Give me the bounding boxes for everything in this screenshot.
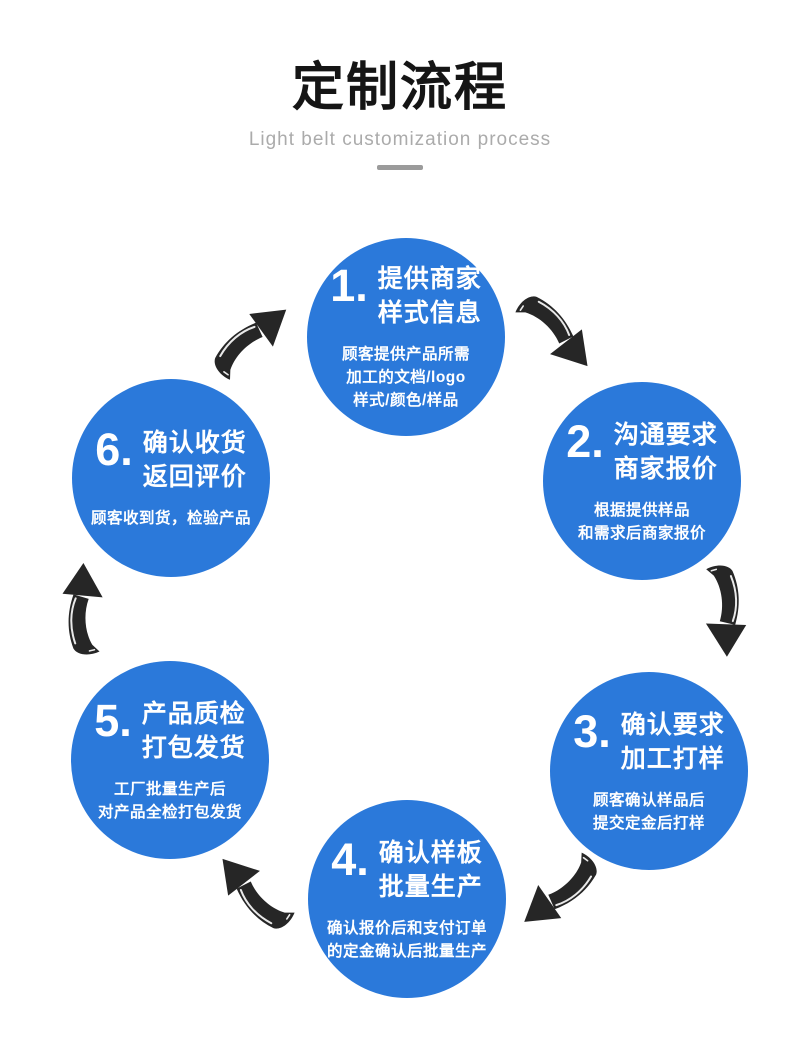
step-3-number: 3. — [573, 705, 611, 757]
step-3-heading: 3. 确认要求 加工打样 — [573, 708, 725, 776]
step-5-title: 产品质检 打包发货 — [142, 697, 246, 765]
step-4-number: 4. — [331, 833, 369, 885]
header: 定制流程 Light belt customization process — [0, 0, 800, 171]
curved-arrow-step1-to-step2-icon — [498, 278, 611, 391]
step-4-title-line2: 批量生产 — [378, 872, 483, 901]
step-3-title-line1: 确认要求 — [620, 710, 725, 739]
step-2-number: 2. — [566, 415, 604, 467]
step-2-heading: 2. 沟通要求 商家报价 — [566, 418, 718, 486]
step-1-title: 提供商家 样式信息 — [378, 262, 482, 330]
page-subtitle: Light belt customization process — [248, 129, 552, 151]
step-circle-5: 5. 产品质检 打包发货 工厂批量生产后 对产品全检打包发货 — [71, 661, 269, 859]
step-4-heading: 4. 确认样板 批量生产 — [331, 836, 483, 904]
step-4-title-line1: 确认样板 — [378, 838, 483, 867]
step-3-title: 确认要求 加工打样 — [621, 708, 725, 776]
step-2-title-line1: 沟通要求 — [613, 420, 718, 449]
step-6-description: 顾客收到货，检验产品 — [90, 510, 251, 527]
step-5-title-line1: 产品质检 — [141, 699, 246, 728]
step-5-title-line2: 打包发货 — [141, 733, 246, 762]
curved-arrow-step5-to-step6-icon — [54, 557, 117, 659]
step-6-title-line2: 返回评价 — [142, 463, 247, 491]
step-5-description: 工厂批量生产后 对产品全检打包发货 — [97, 780, 242, 821]
step-6-title: 确认收货 返回评价 — [143, 426, 247, 494]
curved-arrow-step4-to-step5-icon — [198, 833, 311, 946]
step-5-heading: 5. 产品质检 打包发货 — [94, 697, 246, 765]
step-circle-4: 4. 确认样板 批量生产 确认报价后和支付订单 的定金确认后批量生产 — [308, 800, 506, 998]
step-6-heading: 6. 确认收货 返回评价 — [95, 426, 247, 494]
step-1-heading: 1. 提供商家 样式信息 — [330, 262, 482, 330]
step-circle-2: 2. 沟通要求 商家报价 根据提供样品 和需求后商家报价 — [543, 382, 741, 580]
step-1-title-line1: 提供商家 — [377, 265, 482, 293]
step-circle-6: 6. 确认收货 返回评价 顾客收到货，检验产品 — [72, 379, 270, 577]
curved-arrow-step2-to-step3-icon — [688, 560, 756, 665]
step-4-description: 确认报价后和支付订单 的定金确认后批量生产 — [326, 919, 487, 960]
step-1-number: 1. — [330, 260, 368, 311]
curved-arrow-step3-to-step4-icon — [500, 835, 614, 947]
curved-arrow-step6-to-step1-icon — [197, 285, 311, 397]
step-3-description: 顾客确认样品后 提交定金后打样 — [592, 791, 705, 832]
step-2-title: 沟通要求 商家报价 — [614, 418, 718, 486]
step-2-description: 根据提供样品 和需求后商家报价 — [577, 501, 706, 542]
step-6-title-line1: 确认收货 — [142, 429, 247, 457]
step-circle-3: 3. 确认要求 加工打样 顾客确认样品后 提交定金后打样 — [550, 672, 748, 870]
page-title: 定制流程 — [291, 59, 508, 117]
step-6-number: 6. — [95, 424, 133, 475]
step-4-title: 确认样板 批量生产 — [379, 836, 483, 904]
step-circle-1: 1. 提供商家 样式信息 顾客提供产品所需 加工的文档/logo 样式/颜色/样… — [307, 238, 505, 436]
step-1-description: 顾客提供产品所需 加工的文档/logo 样式/颜色/样品 — [341, 346, 470, 409]
step-5-number: 5. — [94, 694, 132, 746]
step-2-title-line2: 商家报价 — [613, 454, 718, 483]
title-divider — [377, 165, 423, 171]
step-1-title-line2: 样式信息 — [377, 299, 482, 327]
step-3-title-line2: 加工打样 — [620, 744, 725, 773]
